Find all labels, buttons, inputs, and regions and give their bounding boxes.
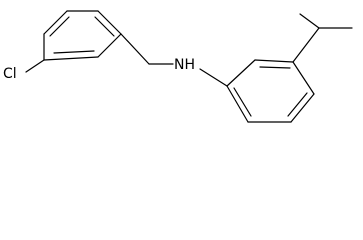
inner-bond-a4-a5 [94, 16, 115, 37]
bond-ring-to-isopropyl [292, 27, 320, 63]
inner-bond-a6-a1 [53, 50, 95, 54]
inner-bond-b6-b1 [233, 87, 252, 117]
bond-b6-b1 [226, 85, 249, 123]
benzyl-linker: NH [120, 33, 228, 87]
bond-nitrogen-to-aryl [199, 68, 228, 87]
inner-bond-a2-a3 [49, 16, 70, 37]
bond-b2-b3 [254, 59, 294, 63]
bond-ring-to-methylene [120, 33, 150, 65]
chlorine-label: Cl [3, 66, 17, 82]
amine-label: NH [174, 57, 195, 73]
molecule-structure-diagram: Cl NH [3, 10, 353, 123]
bond-b4-b5 [290, 93, 315, 123]
isopropylphenyl-ring [226, 13, 353, 123]
chlorobenzyl-ring: Cl [3, 10, 122, 82]
bond-a4-a5 [97, 10, 122, 35]
bond-ring-to-chlorine [25, 59, 45, 73]
bond-a6-a1 [43, 56, 99, 61]
isopropyl-left-methyl [299, 13, 320, 29]
bond-b3-b4 [292, 61, 315, 95]
bond-b1-b2 [226, 59, 256, 87]
inner-bond-b4-b5 [287, 92, 308, 117]
bond-a2-a3 [43, 10, 68, 35]
inner-bond-b2-b3 [259, 66, 291, 69]
bond-a5-a6 [97, 33, 122, 58]
